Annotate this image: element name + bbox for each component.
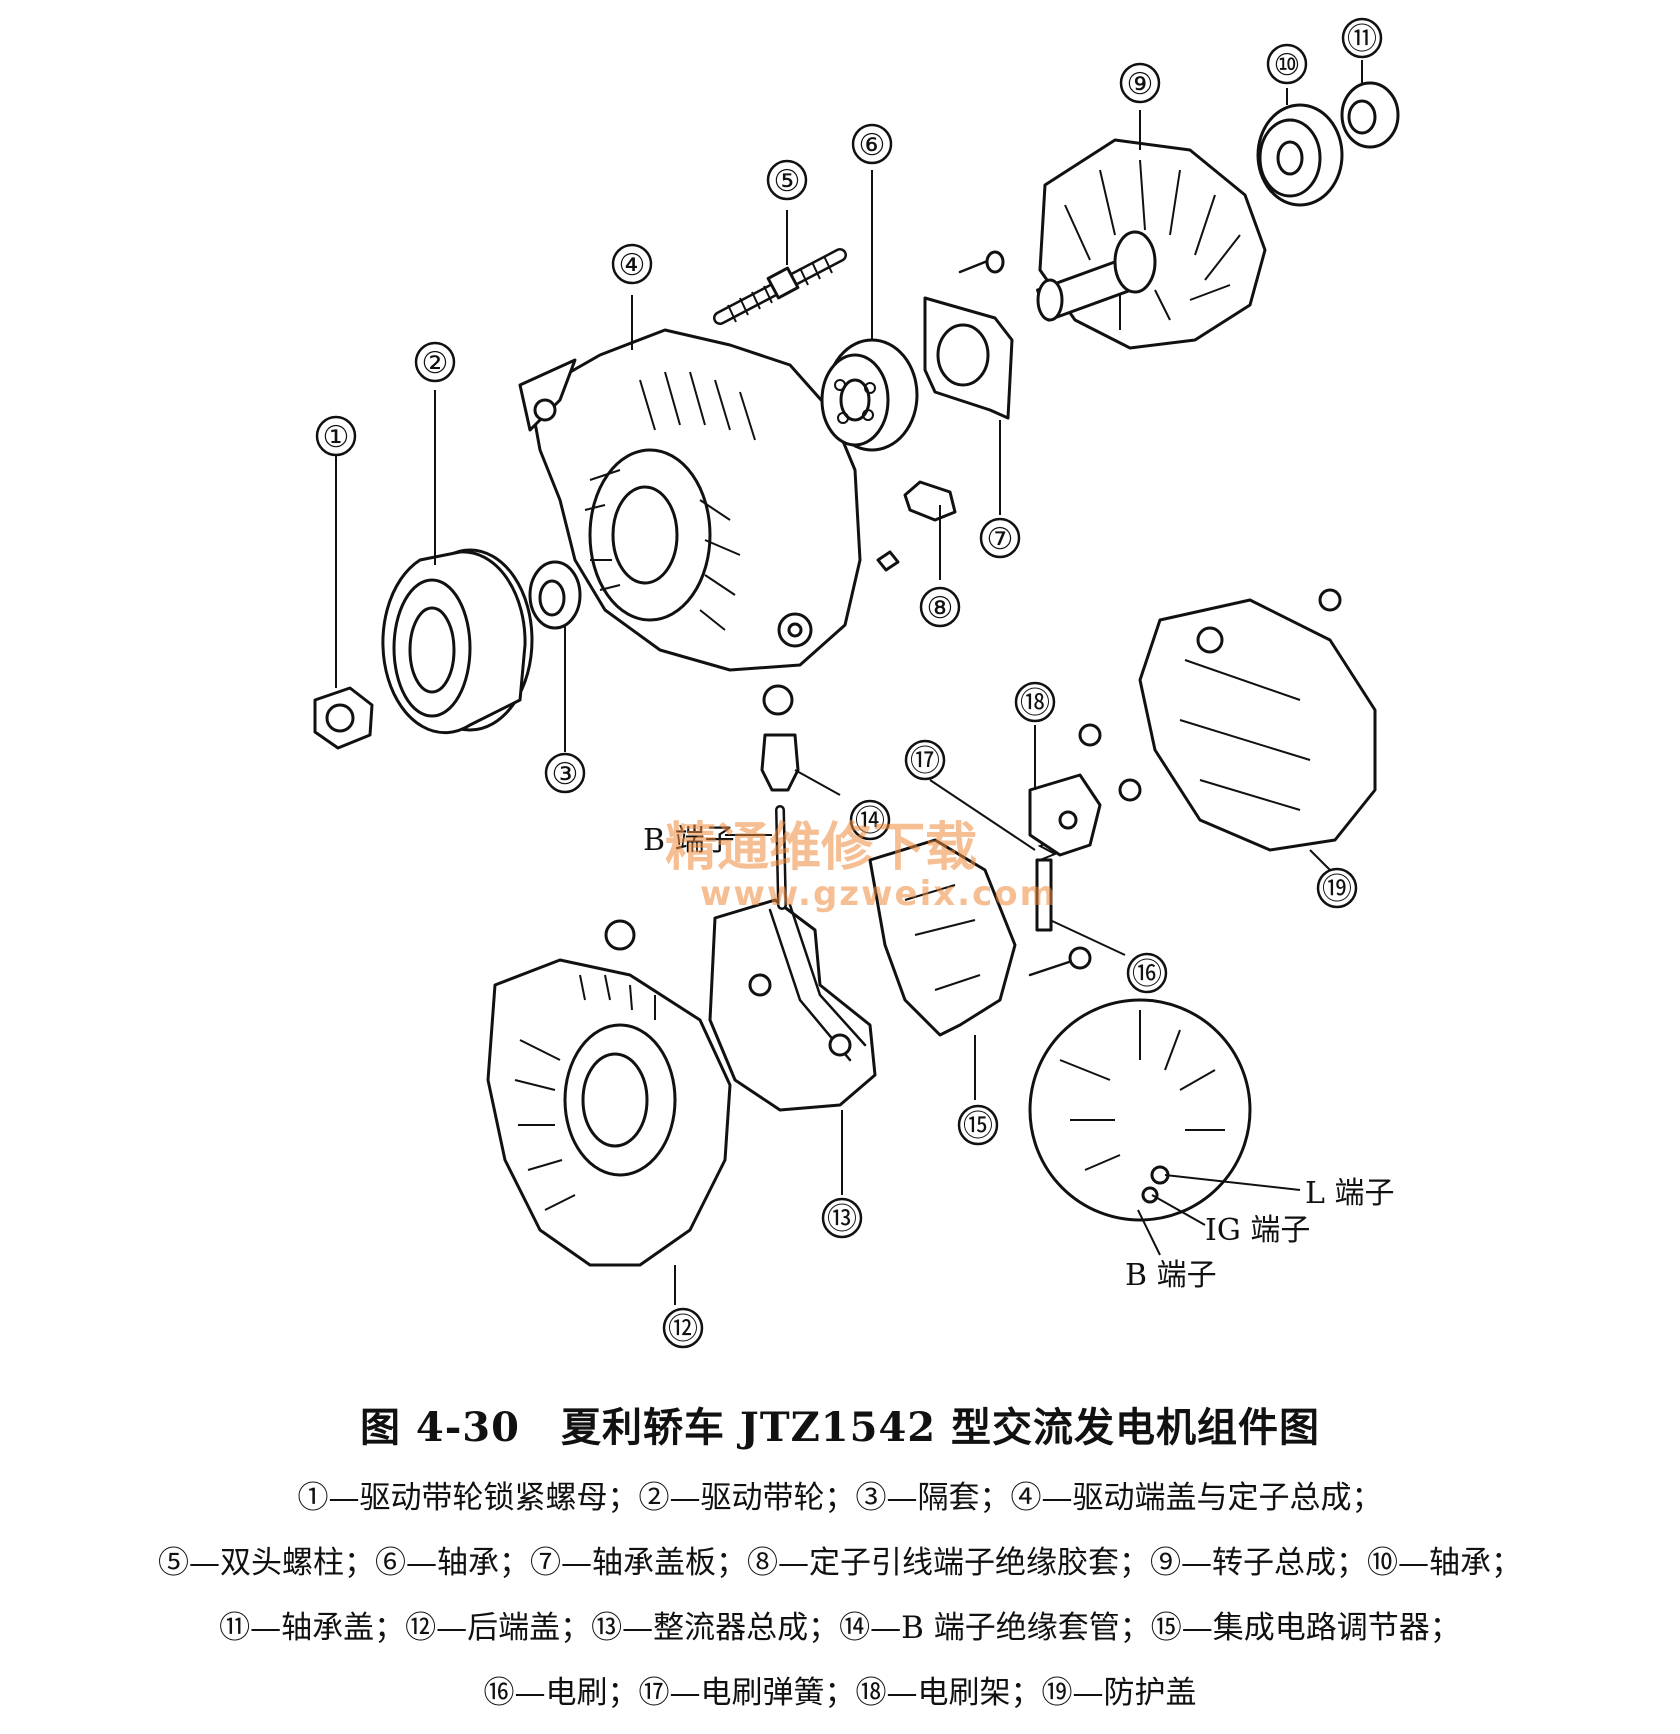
part-16-brush <box>1035 858 1053 932</box>
label-b-terminal-top: B 端子 <box>643 823 735 858</box>
figure-caption-title: 图 4-30 夏利轿车 JTZ1542 型交流发电机组件图 <box>359 1404 1321 1451</box>
callout-10: ⑩ <box>1266 43 1308 85</box>
svg-text:⑫: ⑫ <box>668 1312 698 1347</box>
callout-14: ⑭ <box>849 799 891 841</box>
part-9-rotor-assembly <box>1036 138 1267 350</box>
part-11-bearing-cover <box>1340 81 1400 149</box>
callout-12: ⑫ <box>662 1307 704 1349</box>
part-7-bearing-retainer-plate <box>923 250 1014 420</box>
callout-2: ② <box>414 341 456 383</box>
svg-text:④: ④ <box>619 248 646 283</box>
part-8-stator-lead-insulator <box>876 480 957 572</box>
svg-text:⑱: ⑱ <box>1020 686 1050 721</box>
part-10-bearing <box>1256 103 1344 207</box>
part-5-double-end-stud <box>713 248 847 325</box>
svg-text:⑩: ⑩ <box>1274 48 1301 83</box>
callout-3: ③ <box>544 752 586 794</box>
label-l-terminal: L 端子 <box>1305 1176 1394 1211</box>
callout-6: ⑥ <box>851 123 893 165</box>
callout-11: ⑪ <box>1341 17 1383 59</box>
callout-16: ⑯ <box>1126 952 1168 994</box>
legend-line-4: ⑯—电刷；⑰—电刷弹簧；⑱—电刷架；⑲—防护盖 <box>483 1675 1197 1711</box>
svg-text:⑬: ⑬ <box>827 1202 857 1237</box>
part-14-b-terminal-insulator <box>760 684 800 910</box>
svg-text:⑦: ⑦ <box>987 522 1014 557</box>
callout-1: ① <box>315 415 357 457</box>
part-12-rear-end-frame <box>486 919 732 1267</box>
svg-text:⑧: ⑧ <box>927 591 954 626</box>
legend-line-1: ①—驱动带轮锁紧螺母；②—驱动带轮；③—隔套；④—驱动端盖与定子总成； <box>297 1480 1383 1516</box>
label-ig-terminal: IG 端子 <box>1205 1213 1310 1248</box>
watermark-url: www.gzweix.com <box>700 874 1057 914</box>
svg-text:⑨: ⑨ <box>1127 67 1154 102</box>
svg-text:⑥: ⑥ <box>859 128 886 163</box>
svg-text:②: ② <box>422 346 449 381</box>
callout-19: ⑲ <box>1316 867 1358 909</box>
assembled-alternator-rear-view <box>1028 998 1252 1222</box>
alternator-exploded-diagram: ① ② ③ ④ ⑤ ⑥ ⑦ ⑧ ⑨ ⑩ ⑪ ⑫ ⑬ ⑭ ⑮ ⑯ ⑰ ⑱ ⑲ B … <box>313 17 1400 1349</box>
svg-text:⑰: ⑰ <box>910 744 940 779</box>
part-13-rectifier-assembly <box>708 898 877 1112</box>
callout-7: ⑦ <box>979 517 1021 559</box>
svg-text:①: ① <box>323 420 350 455</box>
svg-text:⑲: ⑲ <box>1322 872 1352 907</box>
part-3-spacer-collar <box>528 560 582 630</box>
part-19-protective-cover <box>1138 588 1377 852</box>
svg-text:⑯: ⑯ <box>1132 957 1162 992</box>
callout-17: ⑰ <box>904 739 946 781</box>
part-6-bearing <box>820 338 919 452</box>
part-4-drive-end-frame-stator <box>518 328 862 672</box>
legend-line-2: ⑤—双头螺柱；⑥—轴承；⑦—轴承盖板；⑧—定子引线端子绝缘胶套；⑨—转子总成；⑩… <box>158 1545 1522 1581</box>
svg-text:⑭: ⑭ <box>855 804 885 839</box>
callout-15: ⑮ <box>957 1104 999 1146</box>
svg-text:⑮: ⑮ <box>963 1109 993 1144</box>
legend-line-3: ⑪—轴承盖；⑫—后端盖；⑬—整流器总成；⑭—B 端子绝缘套管；⑮—集成电路调节器… <box>219 1610 1461 1646</box>
callout-5: ⑤ <box>766 159 808 201</box>
part-2-drive-pulley <box>381 548 534 735</box>
part-1-pulley-lock-nut <box>313 686 374 750</box>
leader-lines <box>335 60 1363 1305</box>
label-b-terminal-bottom: B 端子 <box>1125 1258 1217 1293</box>
part-18-brush-holder <box>1028 723 1142 857</box>
svg-text:⑪: ⑪ <box>1347 22 1377 57</box>
watermark-text: 精通维修下载 <box>665 818 977 878</box>
svg-text:③: ③ <box>552 757 579 792</box>
callout-18: ⑱ <box>1014 681 1056 723</box>
callout-9: ⑨ <box>1119 62 1161 104</box>
callout-4: ④ <box>611 243 653 285</box>
callout-8: ⑧ <box>919 586 961 628</box>
svg-text:⑤: ⑤ <box>774 164 801 199</box>
part-15-ic-regulator <box>868 838 1092 1037</box>
callout-13: ⑬ <box>821 1197 863 1239</box>
